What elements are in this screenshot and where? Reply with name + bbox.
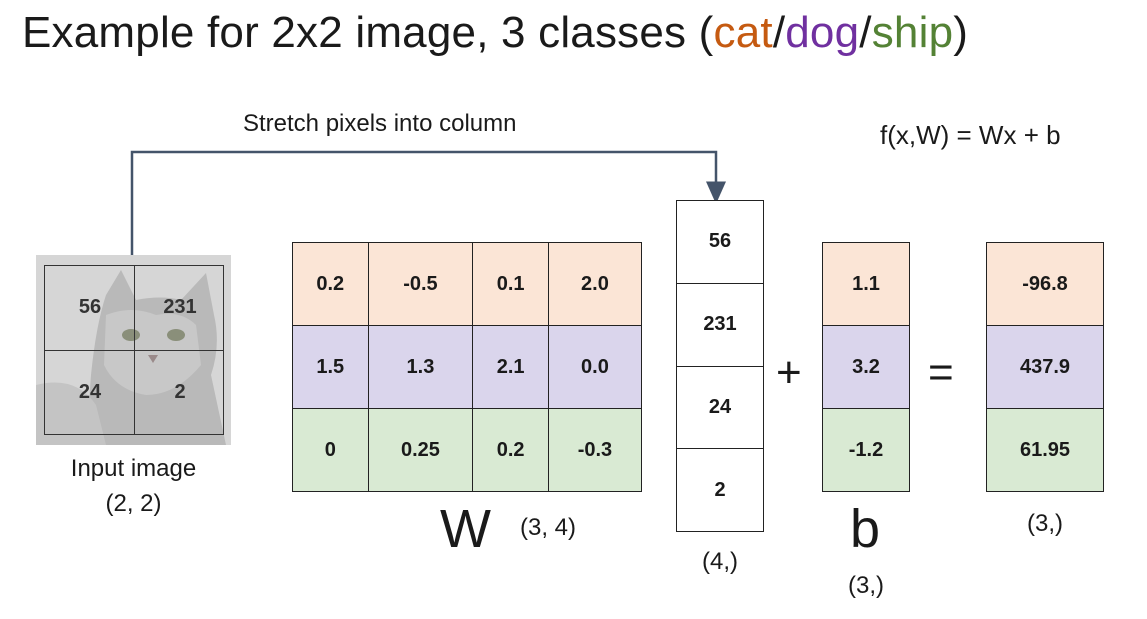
bias-symbol: b (850, 499, 881, 559)
weight-cell: 2.0 (547, 242, 643, 326)
vector-cell: 24 (676, 365, 764, 450)
title-ship: ship (871, 8, 954, 57)
bias-cell: 1.1 (822, 242, 910, 326)
pixel-value: 24 (78, 381, 102, 403)
title-cat: cat (713, 8, 773, 57)
weight-cell: 2.1 (472, 325, 549, 409)
input-vector: 56 231 24 2 (676, 200, 764, 532)
bias-vector: 1.1 3.2 -1.2 (822, 242, 910, 492)
formula: f(x,W) = Wx + b (880, 120, 1061, 150)
input-image-shape: (2, 2) (105, 490, 162, 517)
weight-row-ship: 0 0.25 0.2 -0.3 (292, 408, 643, 492)
equals-sign: = (928, 348, 954, 397)
bias-shape: (3,) (848, 572, 884, 599)
vector-cell: 56 (676, 200, 764, 284)
weight-cell: 0.2 (472, 408, 549, 492)
weight-matrix: 0.2 -0.5 0.1 2.0 1.5 1.3 2.1 0.0 0 0.25 … (292, 242, 643, 492)
weight-cell: 1.5 (292, 325, 369, 409)
weight-cell: 1.3 (367, 325, 474, 409)
arrow-label: Stretch pixels into column (243, 110, 517, 137)
vector-cell: 231 (676, 282, 764, 367)
weight-cell: -0.5 (367, 242, 474, 326)
bias-cell: 3.2 (822, 325, 910, 409)
input-image-grid: 56 231 24 2 (44, 265, 224, 435)
pixel-value: 56 (78, 296, 102, 318)
weight-cell: 0.1 (472, 242, 549, 326)
plus-sign: + (776, 348, 802, 397)
score-cell: -96.8 (986, 242, 1104, 326)
score-cell: 437.9 (986, 325, 1104, 409)
weight-cell: 0 (292, 408, 369, 492)
slide-title: Example for 2x2 image, 3 classes (cat/do… (22, 8, 968, 58)
scores-vector: -96.8 437.9 61.95 (986, 242, 1104, 492)
weight-cell: 0.2 (292, 242, 369, 326)
cat-image (36, 255, 231, 445)
title-sep-2: / (859, 8, 872, 57)
title-dog: dog (785, 8, 860, 57)
weight-symbol: W (440, 499, 491, 559)
input-image-label: Input image (70, 455, 197, 482)
scores-shape: (3,) (1027, 510, 1063, 537)
score-cell: 61.95 (986, 408, 1104, 492)
vector-cell: 2 (676, 448, 764, 532)
title-suffix: ) (953, 8, 969, 57)
weight-row-dog: 1.5 1.3 2.1 0.0 (292, 325, 643, 409)
pixel-value: 231 (163, 296, 197, 318)
input-vector-shape: (4,) (702, 548, 738, 575)
weight-cell: 0.25 (367, 408, 474, 492)
pixel-value: 2 (174, 381, 186, 403)
weight-cell: -0.3 (547, 408, 643, 492)
title-prefix: Example for 2x2 image, 3 classes ( (22, 8, 714, 57)
bias-cell: -1.2 (822, 408, 910, 492)
weight-cell: 0.0 (547, 325, 643, 409)
weight-row-cat: 0.2 -0.5 0.1 2.0 (292, 242, 643, 326)
weight-shape: (3, 4) (520, 514, 577, 541)
title-sep-1: / (772, 8, 786, 57)
